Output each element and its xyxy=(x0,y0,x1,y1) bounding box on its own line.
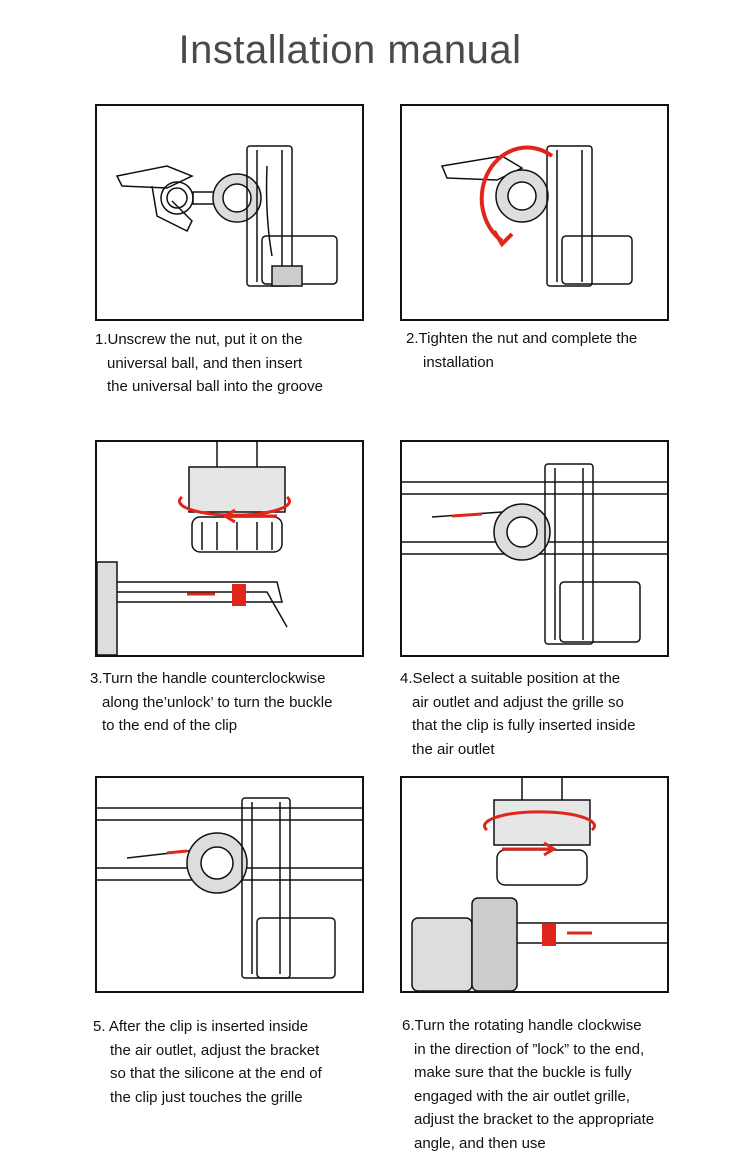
step-line: 3.Turn the handle counterclockwise xyxy=(90,670,326,687)
step-6-illustration xyxy=(400,776,669,993)
step-line: so that the silicone at the end of xyxy=(110,1065,322,1082)
step-3-illustration xyxy=(95,440,364,657)
step-line: 2.Tighten the nut and complete the xyxy=(406,330,638,347)
step-line: the air outlet xyxy=(412,740,495,758)
step-line: engaged with the air outlet grille, xyxy=(414,1087,630,1105)
step-1-text: 1.Unscrew the nut, put it on the univers… xyxy=(95,328,395,399)
page-title: Installation manual xyxy=(178,28,522,72)
step-line: 5. After the clip is inserted inside xyxy=(93,1018,309,1035)
step-line: that the clip is fully inserted inside xyxy=(412,717,636,734)
step-line: 1.Unscrew the nut, put it on the xyxy=(95,331,303,348)
step-line: angle, and then use xyxy=(414,1134,546,1152)
step-2-illustration xyxy=(400,104,669,321)
step-5-illustration xyxy=(95,776,364,993)
step-line: the universal ball into the groove xyxy=(107,378,323,395)
step-line: to the end of the clip xyxy=(102,717,238,734)
step-line: universal ball, and then insert xyxy=(107,354,303,372)
step-5-text: 5. After the clip is inserted inside the… xyxy=(93,1015,393,1109)
step-line: the air outlet, adjust the bracket xyxy=(110,1041,320,1059)
step-6-text: 6.Turn the rotating handle clockwise in … xyxy=(402,1014,702,1155)
step-line: installation xyxy=(423,353,494,371)
step-line: make sure that the buckle is fully xyxy=(414,1064,632,1081)
step-line: air outlet and adjust the grille so xyxy=(412,693,624,711)
step-4-illustration xyxy=(400,440,669,657)
step-line: 4.Select a suitable position at the xyxy=(400,670,621,687)
step-1-illustration xyxy=(95,104,364,321)
step-line: adjust the bracket to the appropriate xyxy=(414,1111,655,1128)
step-line: the clip just touches the grille xyxy=(110,1088,303,1106)
step-2-text: 2.Tighten the nut and complete the insta… xyxy=(406,327,706,374)
step-line: in the direction of ”lock” to the end, xyxy=(414,1040,645,1058)
step-4-text: 4.Select a suitable position at the air … xyxy=(400,667,700,761)
step-line: along the’unlock’ to turn the buckle xyxy=(102,693,333,711)
step-line: 6.Turn the rotating handle clockwise xyxy=(402,1017,642,1034)
step-3-text: 3.Turn the handle counterclockwise along… xyxy=(90,667,390,738)
